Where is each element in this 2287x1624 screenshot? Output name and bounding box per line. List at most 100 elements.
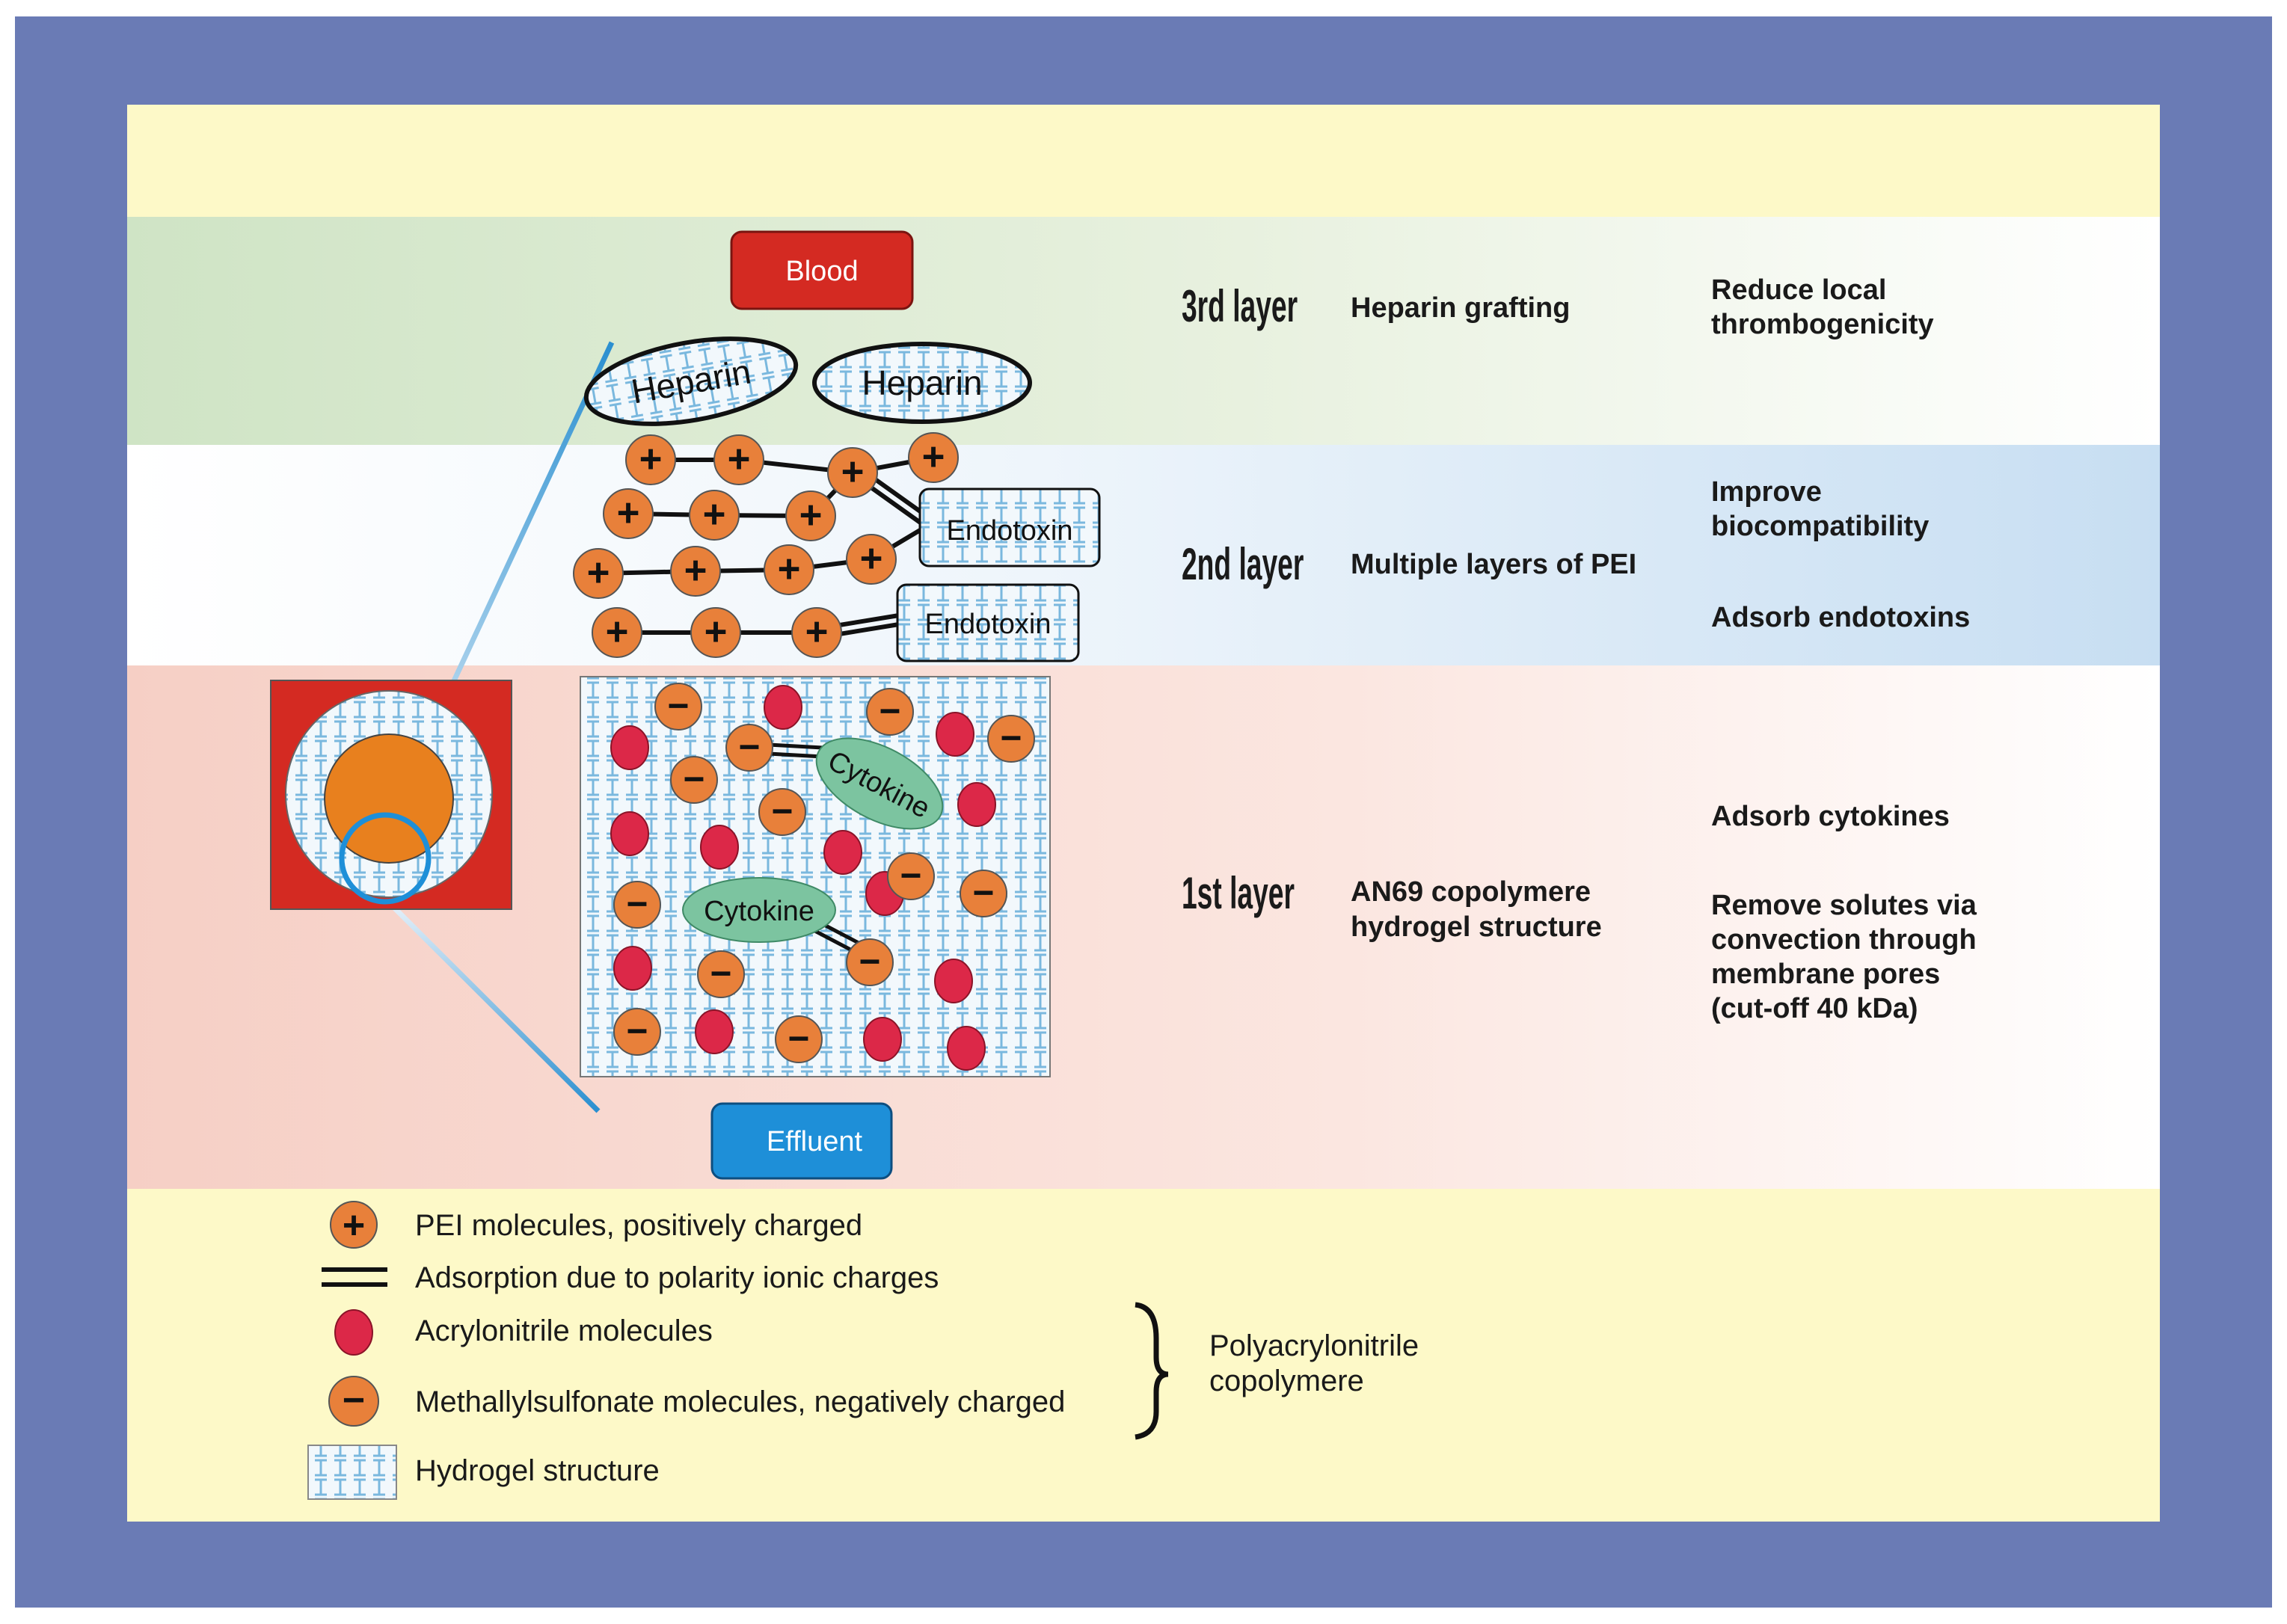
layer-1-description: AN69 copolymere xyxy=(1351,876,1591,908)
legend-group-label: copolymere xyxy=(1209,1365,1364,1397)
methallylsulfonate-molecule-sign: − xyxy=(627,1010,648,1052)
methallylsulfonate-molecule: − xyxy=(654,683,702,731)
methallylsulfonate-molecule-sign: − xyxy=(739,726,761,768)
legend-item-acrylonitrile: Acrylonitrile molecules xyxy=(415,1314,713,1347)
acrylonitrile-molecule xyxy=(823,830,862,875)
pei-molecule-sign: + xyxy=(587,551,610,595)
pei-molecule-sign: + xyxy=(860,537,883,581)
pei-molecule: + xyxy=(785,490,836,541)
layer-1-function: convection through xyxy=(1711,924,1977,956)
layer-3-description: Heparin grafting xyxy=(1351,292,1570,324)
legend-brace xyxy=(1135,1302,1169,1440)
layer-1-function: membrane pores xyxy=(1711,959,1940,990)
fiber-cross-section xyxy=(270,680,512,910)
pei-molecule: + xyxy=(713,434,764,485)
layer-3-function: Reduce local xyxy=(1711,274,1886,306)
acrylonitrile-molecule xyxy=(947,1026,986,1071)
acrylonitrile-molecule xyxy=(863,1017,902,1062)
endotoxin: Endotoxin xyxy=(896,583,1080,662)
methallylsulfonate-molecules: −−−−−−−−−−−−− xyxy=(613,683,1035,1063)
legend: + PEI molecules, positively charged Adso… xyxy=(307,1201,1419,1500)
legend-adsorption-symbol xyxy=(322,1267,387,1287)
pei-molecules: ++++++++++++++ xyxy=(573,432,959,658)
methallylsulfonate-molecule: − xyxy=(758,788,806,836)
acrylonitrile-molecules xyxy=(610,685,996,1071)
endotoxin-label: Endotoxin xyxy=(946,515,1072,547)
pei-molecule: + xyxy=(846,534,897,585)
band-2nd-layer xyxy=(127,445,2160,665)
zoom-circle xyxy=(339,812,432,905)
methallylsulfonate-molecule: − xyxy=(960,870,1007,917)
legend-hydrogel-symbol xyxy=(307,1445,397,1500)
pei-molecule: + xyxy=(592,607,642,658)
legend-pei-symbol: + xyxy=(330,1201,378,1249)
legend-item-adsorption: Adsorption due to polarity ionic charges xyxy=(415,1261,939,1294)
heparin-molecule: Heparin xyxy=(583,336,799,426)
pei-molecule-sign: + xyxy=(606,610,629,654)
layer-2-name: 2nd layer xyxy=(1182,539,1304,589)
acrylonitrile-molecule xyxy=(764,685,802,730)
methallylsulfonate-molecule-sign: − xyxy=(880,690,901,732)
layer-1-function: Adsorb cytokines xyxy=(1711,801,1950,832)
pei-molecule-sign: + xyxy=(799,493,823,538)
layer-1-function: Remove solutes via xyxy=(1711,890,1977,921)
acrylonitrile-molecule xyxy=(610,725,649,770)
methallylsulfonate-molecule-sign: − xyxy=(859,941,881,982)
pei-molecule: + xyxy=(603,488,654,539)
methallylsulfonate-molecule-sign: − xyxy=(973,872,995,914)
acrylonitrile-molecule xyxy=(934,959,973,1003)
pei-molecule: + xyxy=(690,607,741,658)
acrylonitrile-molecule xyxy=(700,825,739,870)
legend-minus-sign: − xyxy=(343,1379,365,1422)
methallylsulfonate-molecule-sign: − xyxy=(668,685,690,727)
pei-molecule: + xyxy=(827,447,878,498)
effluent-label: Effluent xyxy=(767,1126,863,1157)
acrylonitrile-molecule xyxy=(610,811,649,856)
pei-molecule-sign: + xyxy=(617,491,640,535)
methallylsulfonate-molecule: − xyxy=(670,756,718,804)
acrylonitrile-molecule xyxy=(957,782,996,827)
methallylsulfonate-molecule-sign: − xyxy=(788,1018,810,1059)
band-3rd-layer xyxy=(127,217,2160,445)
blood-box: Blood xyxy=(730,230,914,310)
endotoxin-label: Endotoxin xyxy=(924,609,1051,640)
layer-2-description: Multiple layers of PEI xyxy=(1351,549,1636,580)
methallylsulfonate-molecule: − xyxy=(775,1015,823,1063)
pei-molecule: + xyxy=(670,546,721,597)
pei-molecule-sign: + xyxy=(704,610,728,654)
heparin-molecule: Heparin xyxy=(812,342,1032,424)
legend-group-label: Polyacrylonitrile xyxy=(1209,1329,1419,1362)
pei-molecule-sign: + xyxy=(841,450,865,494)
layer-2-function: Adsorb endotoxins xyxy=(1711,602,1970,633)
pei-molecule-sign: + xyxy=(778,547,801,591)
zoom-line-lower xyxy=(385,899,601,1113)
methallylsulfonate-molecule: − xyxy=(987,715,1035,763)
methallylsulfonate-molecule: − xyxy=(887,852,935,900)
effluent-box: Effluent xyxy=(710,1102,893,1180)
legend-plus-sign: + xyxy=(343,1204,365,1247)
methallylsulfonate-molecule: − xyxy=(846,938,894,986)
layer-2-function: biocompatibility xyxy=(1711,511,1929,542)
methallylsulfonate-molecule-sign: − xyxy=(1001,717,1022,759)
cytokine: Cytokine xyxy=(682,877,836,943)
methallylsulfonate-molecule-sign: − xyxy=(710,953,732,994)
pei-molecule-sign: + xyxy=(805,610,829,654)
pei-molecule: + xyxy=(764,544,814,595)
methallylsulfonate-molecule: − xyxy=(613,881,661,929)
methallylsulfonate-molecule-sign: − xyxy=(772,790,793,832)
layer-1-description: hydrogel structure xyxy=(1351,911,1602,943)
pei-molecule: + xyxy=(573,548,624,599)
legend-item-hydrogel: Hydrogel structure xyxy=(415,1454,660,1487)
methallylsulfonate-molecule: − xyxy=(697,950,745,998)
pei-molecule-sign: + xyxy=(684,549,707,593)
pei-molecule: + xyxy=(625,434,676,485)
pei-molecule-sign: + xyxy=(703,493,726,537)
methallylsulfonate-molecule-sign: − xyxy=(684,758,705,800)
pei-molecule-sign: + xyxy=(728,437,751,482)
acrylonitrile-molecule xyxy=(936,712,974,757)
pei-molecule-sign: + xyxy=(922,435,945,479)
acrylonitrile-molecule xyxy=(613,946,652,991)
acrylonitrile-molecule xyxy=(695,1009,734,1054)
methallylsulfonate-molecule-sign: − xyxy=(900,855,922,896)
